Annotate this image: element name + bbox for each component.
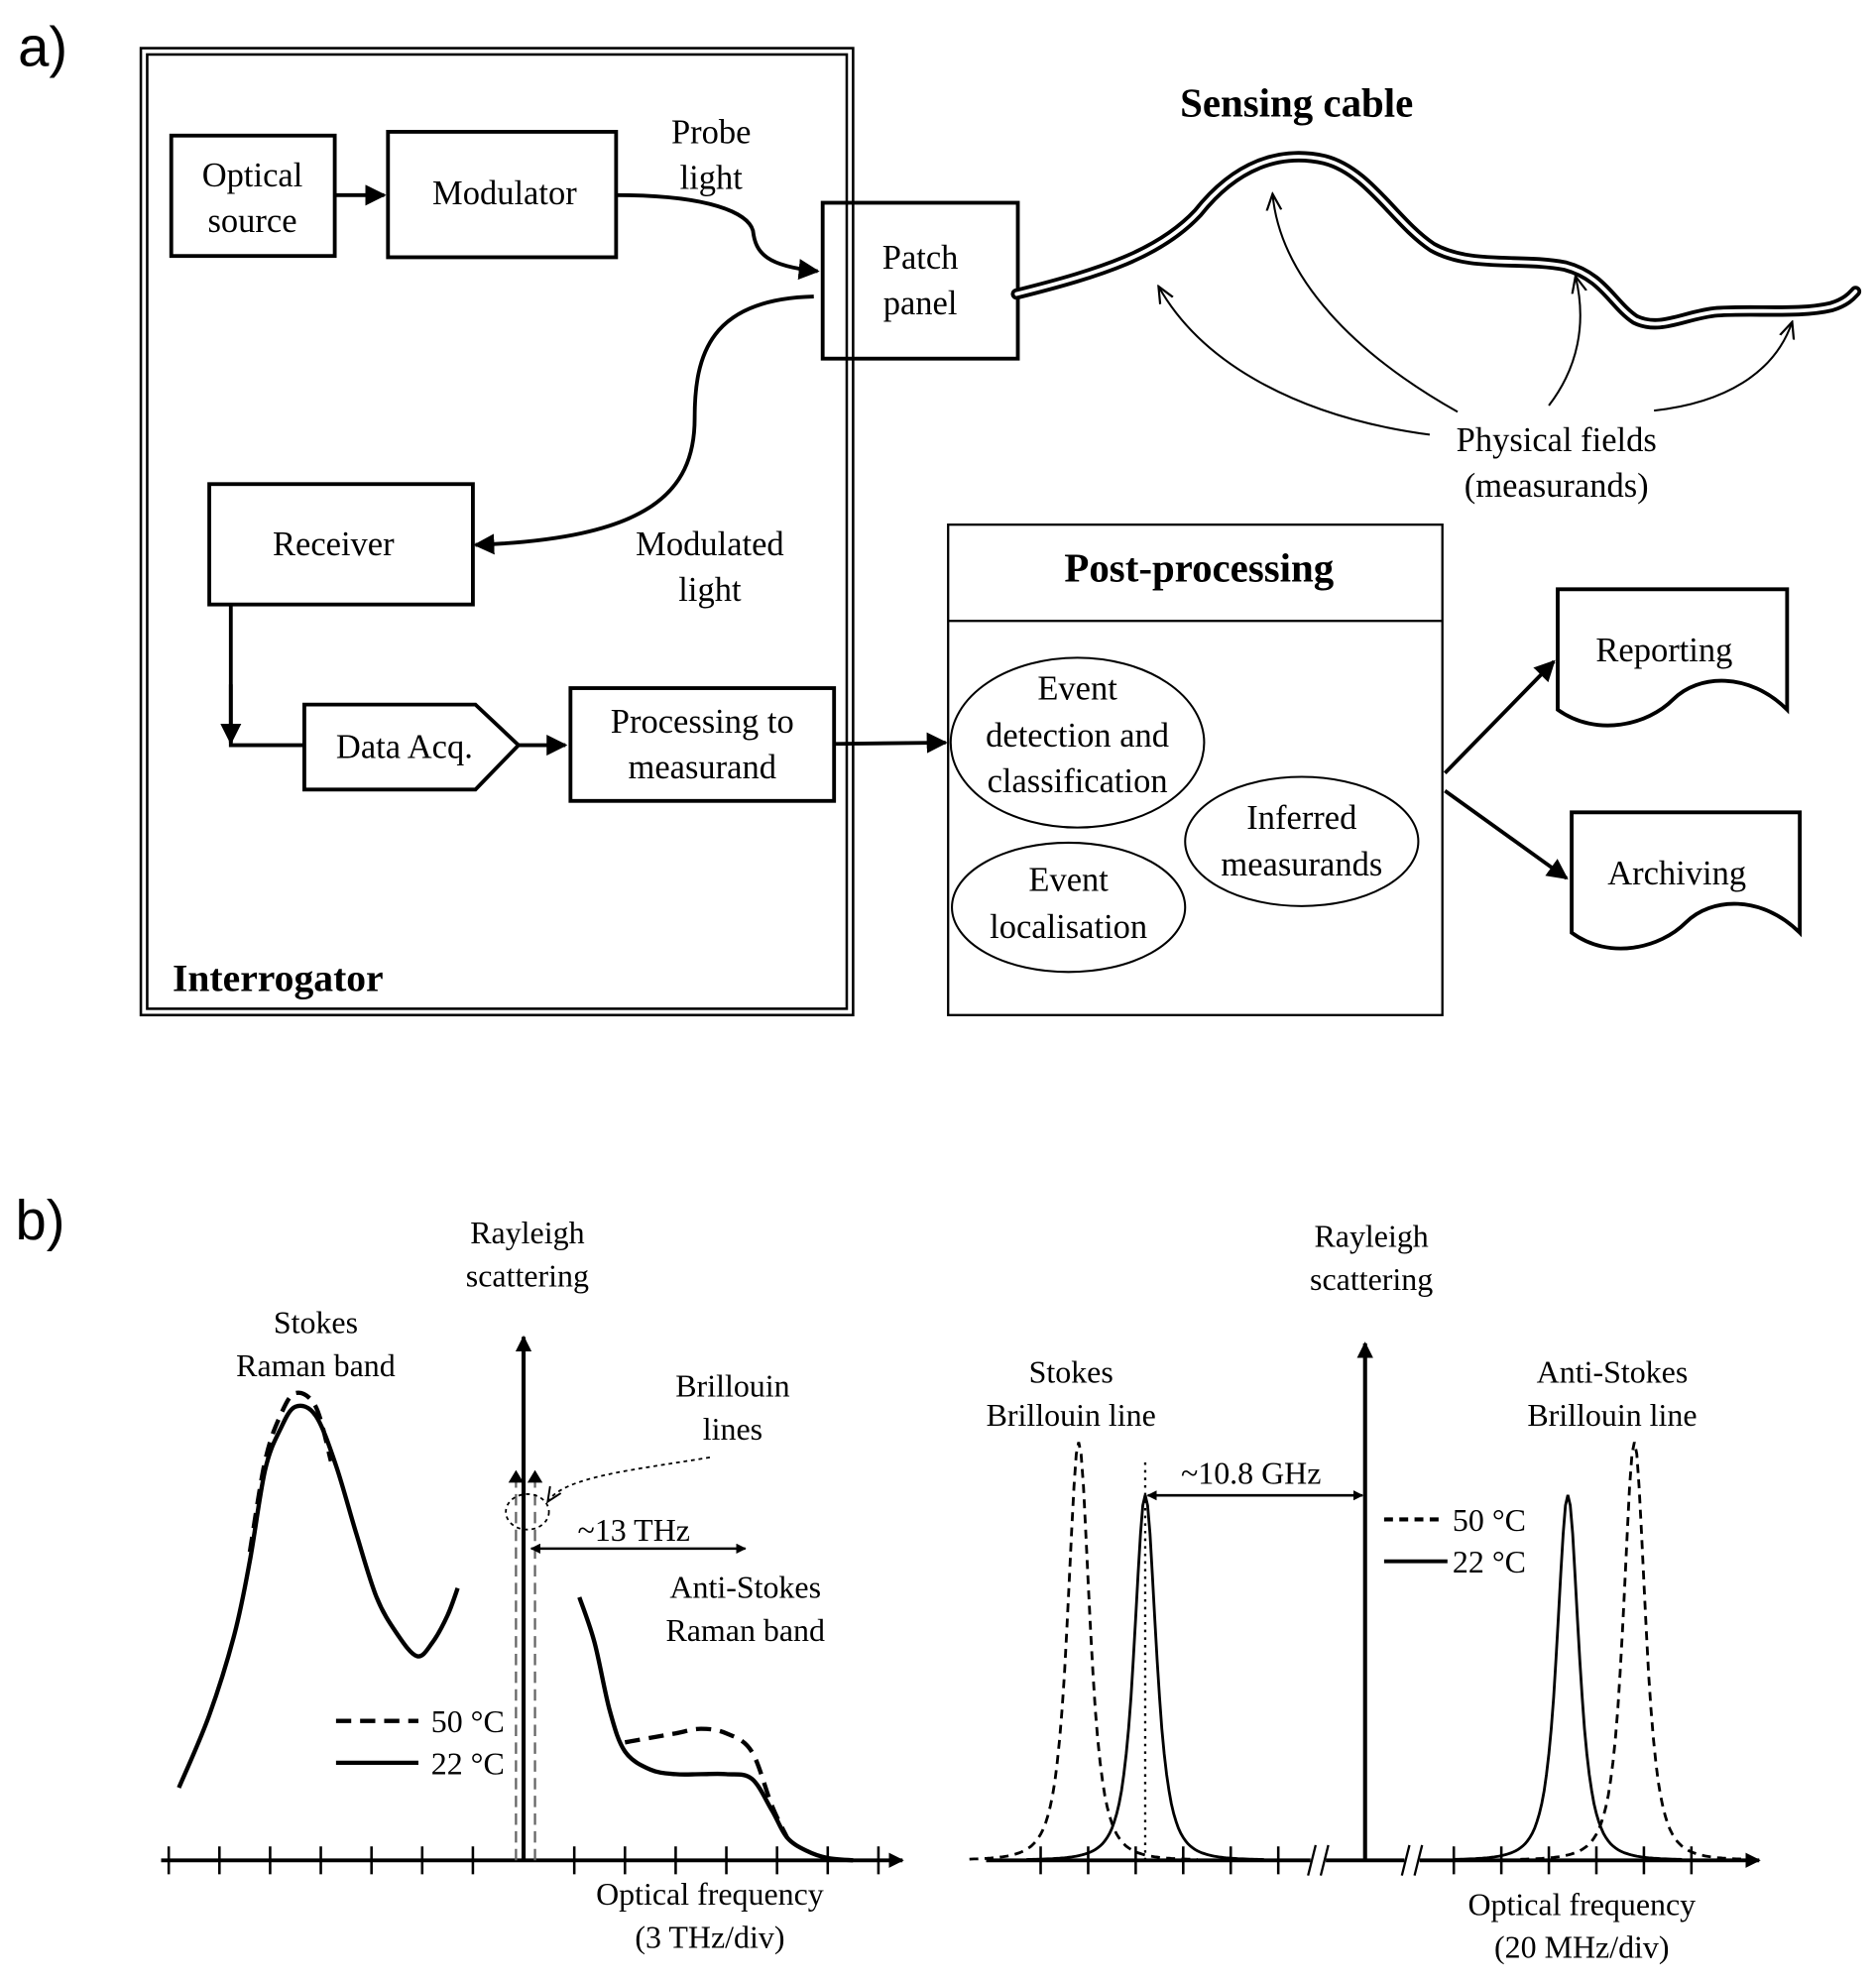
brillouin-lines-label-1: Brillouin [675, 1369, 789, 1404]
series-22c-anti-stokes [577, 1596, 854, 1863]
optical-source-block: Optical source [169, 133, 337, 259]
brillouin-line-arrowhead [508, 1469, 525, 1483]
axis-break-gap [1310, 1855, 1327, 1866]
sensing-cable-title: Sensing cable [1180, 81, 1413, 126]
anti-stokes-raman-label-1: Anti-Stokes [669, 1571, 821, 1605]
series-50c-anti-stokes-line [1520, 1442, 1749, 1861]
receiver-label: Receiver [273, 525, 395, 563]
legend-50c: 50 °C [1453, 1503, 1526, 1538]
post-processing-title: Post-processing [1064, 546, 1334, 591]
post-processing-box [947, 523, 1444, 1016]
axis-break-gap [1404, 1855, 1420, 1866]
legend-22c: 22 °C [431, 1746, 505, 1781]
series-50c-anti-stokes [624, 1726, 789, 1839]
left-legend: 50 °C 22 °C [335, 1704, 505, 1781]
right-xlabel-unit: (20 MHz/div) [1494, 1930, 1670, 1965]
modulated-light-label-1: Modulated [636, 525, 783, 563]
probe-light-label-1: Probe [671, 113, 752, 151]
brillouin-highlight-circle [505, 1493, 550, 1531]
brillouin-lines-label-2: lines [703, 1412, 762, 1447]
receiver-block: Receiver [207, 482, 475, 607]
stokes-brillouin-label-2: Brillouin line [987, 1398, 1156, 1433]
arrow-to-post-processing [834, 732, 948, 754]
series-22c-anti-stokes-line [1454, 1494, 1683, 1861]
optical-source-label-2: source [208, 202, 297, 240]
optical-source-label-1: Optical [202, 157, 303, 194]
probe-light-label-2: light [680, 159, 744, 196]
right-xlabel: Optical frequency [1467, 1887, 1696, 1922]
right-rayleigh-label-1: Rayleigh [1314, 1220, 1428, 1254]
patch-panel-block: Patch panel [820, 200, 1020, 361]
right-legend: 50 °C 22 °C [1383, 1503, 1526, 1579]
event-detection-label-2: detection and [986, 717, 1169, 755]
left-rayleigh-label-2: scattering [466, 1258, 589, 1293]
modulated-light-arrow [473, 294, 814, 555]
patch-panel-label-1: Patch [882, 239, 959, 277]
physical-fields-label-2: (measurands) [1465, 467, 1649, 505]
event-localisation-node: Event localisation [951, 841, 1187, 974]
arrow-to-archiving [1444, 788, 1569, 880]
left-rayleigh-label-1: Rayleigh [470, 1216, 584, 1250]
archiving-document: Archiving [1570, 810, 1803, 951]
series-50c-stokes-line [969, 1442, 1198, 1861]
processing-label-2: measurand [629, 749, 776, 786]
legend-22c: 22 °C [1453, 1545, 1526, 1579]
axis-break-mark [1400, 1844, 1411, 1876]
event-localisation-label-1: Event [1028, 862, 1109, 899]
legend-50c: 50 °C [431, 1704, 505, 1739]
archiving-label: Archiving [1607, 855, 1746, 892]
stokes-raman-label-2: Raman band [236, 1348, 396, 1383]
physical-field-arrows [1158, 194, 1792, 436]
inferred-measurands-label-2: measurands [1221, 846, 1382, 883]
left-xlabel-unit: (3 THz/div) [635, 1920, 784, 1954]
series-22c-stokes [176, 1403, 460, 1789]
reporting-document: Reporting [1556, 587, 1790, 728]
event-detection-label-1: Event [1037, 670, 1117, 708]
event-detection-node: Event detection and classification [949, 656, 1206, 829]
panel-b-label: b) [16, 1189, 65, 1251]
axis-break-mark [1307, 1844, 1317, 1876]
receiver-to-daq-line [228, 604, 304, 748]
modulator-block: Modulator [386, 130, 619, 260]
brillouin-spectrum-chart: Rayleigh scattering Stokes Brillouin lin… [969, 1220, 1761, 1965]
processing-label-1: Processing to [611, 703, 794, 741]
physical-fields-label-1: Physical fields [1457, 421, 1657, 459]
reporting-label: Reporting [1595, 632, 1732, 669]
stokes-brillouin-label-1: Stokes [1029, 1354, 1114, 1389]
brillouin-shift-label: ~10.8 GHz [1181, 1457, 1321, 1491]
patch-panel-label-2: panel [883, 285, 958, 322]
raman-shift-label: ~13 THz [578, 1513, 690, 1548]
data-acq-block: Data Acq. [302, 702, 522, 792]
probe-light-arrow [616, 192, 820, 281]
stokes-raman-label-1: Stokes [274, 1306, 358, 1341]
sensing-cable [1010, 151, 1862, 330]
axis-break-mark [1413, 1844, 1424, 1876]
inferred-measurands-label-1: Inferred [1246, 799, 1356, 837]
interrogator-title: Interrogator [173, 957, 384, 1000]
modulated-light-label-2: light [678, 571, 742, 609]
anti-stokes-brillouin-label-2: Brillouin line [1527, 1398, 1697, 1433]
data-acq-label: Data Acq. [336, 728, 473, 765]
axis-break-mark [1319, 1844, 1330, 1876]
anti-stokes-raman-label-2: Raman band [665, 1613, 825, 1648]
event-detection-label-3: classification [988, 762, 1168, 800]
brillouin-line-arrowhead [527, 1469, 543, 1483]
right-rayleigh-label-2: scattering [1310, 1262, 1433, 1297]
series-50c-stokes [247, 1390, 333, 1553]
interrogator-box [139, 47, 855, 1017]
raman-spectrum-chart: Rayleigh scattering Stokes Raman band Br… [161, 1216, 904, 1954]
left-xlabel: Optical frequency [596, 1877, 824, 1912]
modulator-label: Modulator [432, 175, 577, 212]
panel-a-label: a) [18, 15, 67, 77]
anti-stokes-brillouin-label-1: Anti-Stokes [1537, 1354, 1689, 1389]
arrow-to-reporting [1443, 659, 1556, 775]
event-localisation-label-2: localisation [990, 908, 1147, 946]
processing-block: Processing to measurand [568, 686, 837, 803]
brillouin-pointer-arrow [547, 1456, 711, 1502]
inferred-measurands-node: Inferred measurands [1184, 775, 1420, 907]
